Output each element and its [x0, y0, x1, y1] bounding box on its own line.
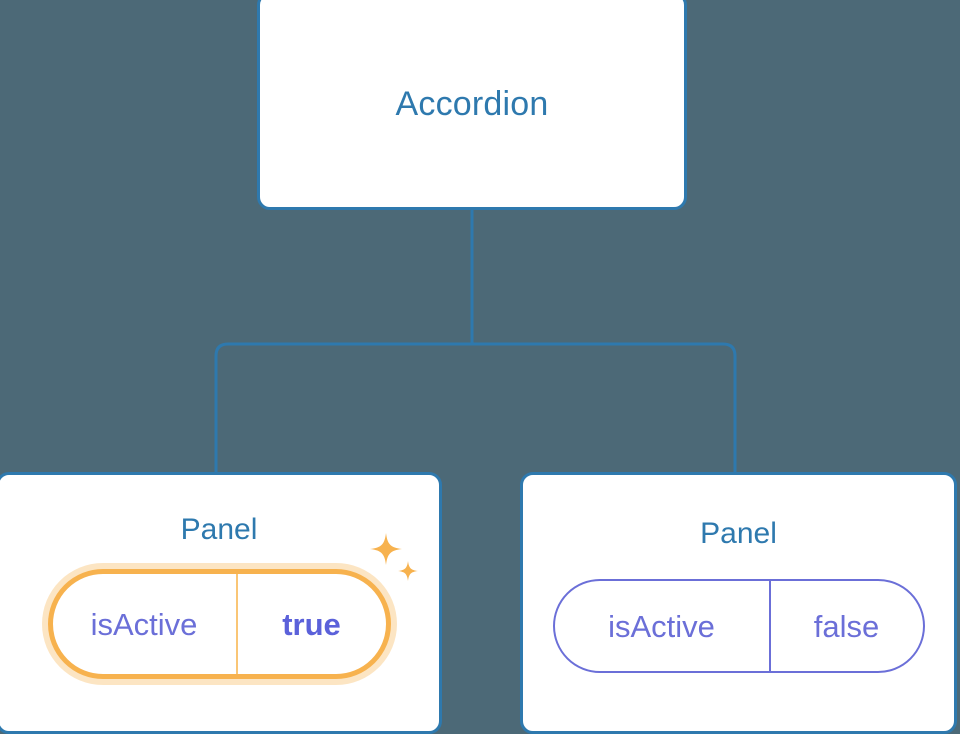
node-accordion-title: Accordion [395, 85, 549, 123]
prop-key-label: isActive [555, 581, 771, 671]
sparkle-small-icon [397, 561, 418, 581]
sparkle-large-icon [369, 533, 402, 565]
node-panel-right[interactable]: Panel isActive false [520, 472, 957, 734]
connector-branch-left [214, 342, 472, 476]
prop-pill-isactive-true[interactable]: isActive true [47, 569, 391, 679]
connector-branch-right [472, 342, 737, 476]
prop-value-label: false [813, 608, 880, 644]
node-accordion[interactable]: Accordion [257, 0, 687, 210]
prop-pill-isactive-false[interactable]: isActive false [552, 579, 925, 673]
prop-pill-wrap-right: isActive false [552, 579, 925, 673]
node-panel-left-body: Panel isActive true [0, 475, 439, 679]
node-panel-right-body: Panel isActive false [523, 475, 954, 673]
node-panel-right-title: Panel [700, 517, 777, 550]
prop-value-label: true [282, 606, 341, 642]
node-panel-left[interactable]: Panel isActive true [0, 472, 442, 734]
prop-pill-wrap-left: isActive true [47, 533, 418, 679]
node-panel-left-title: Panel [180, 513, 258, 546]
prop-key-label: isActive [53, 574, 238, 674]
